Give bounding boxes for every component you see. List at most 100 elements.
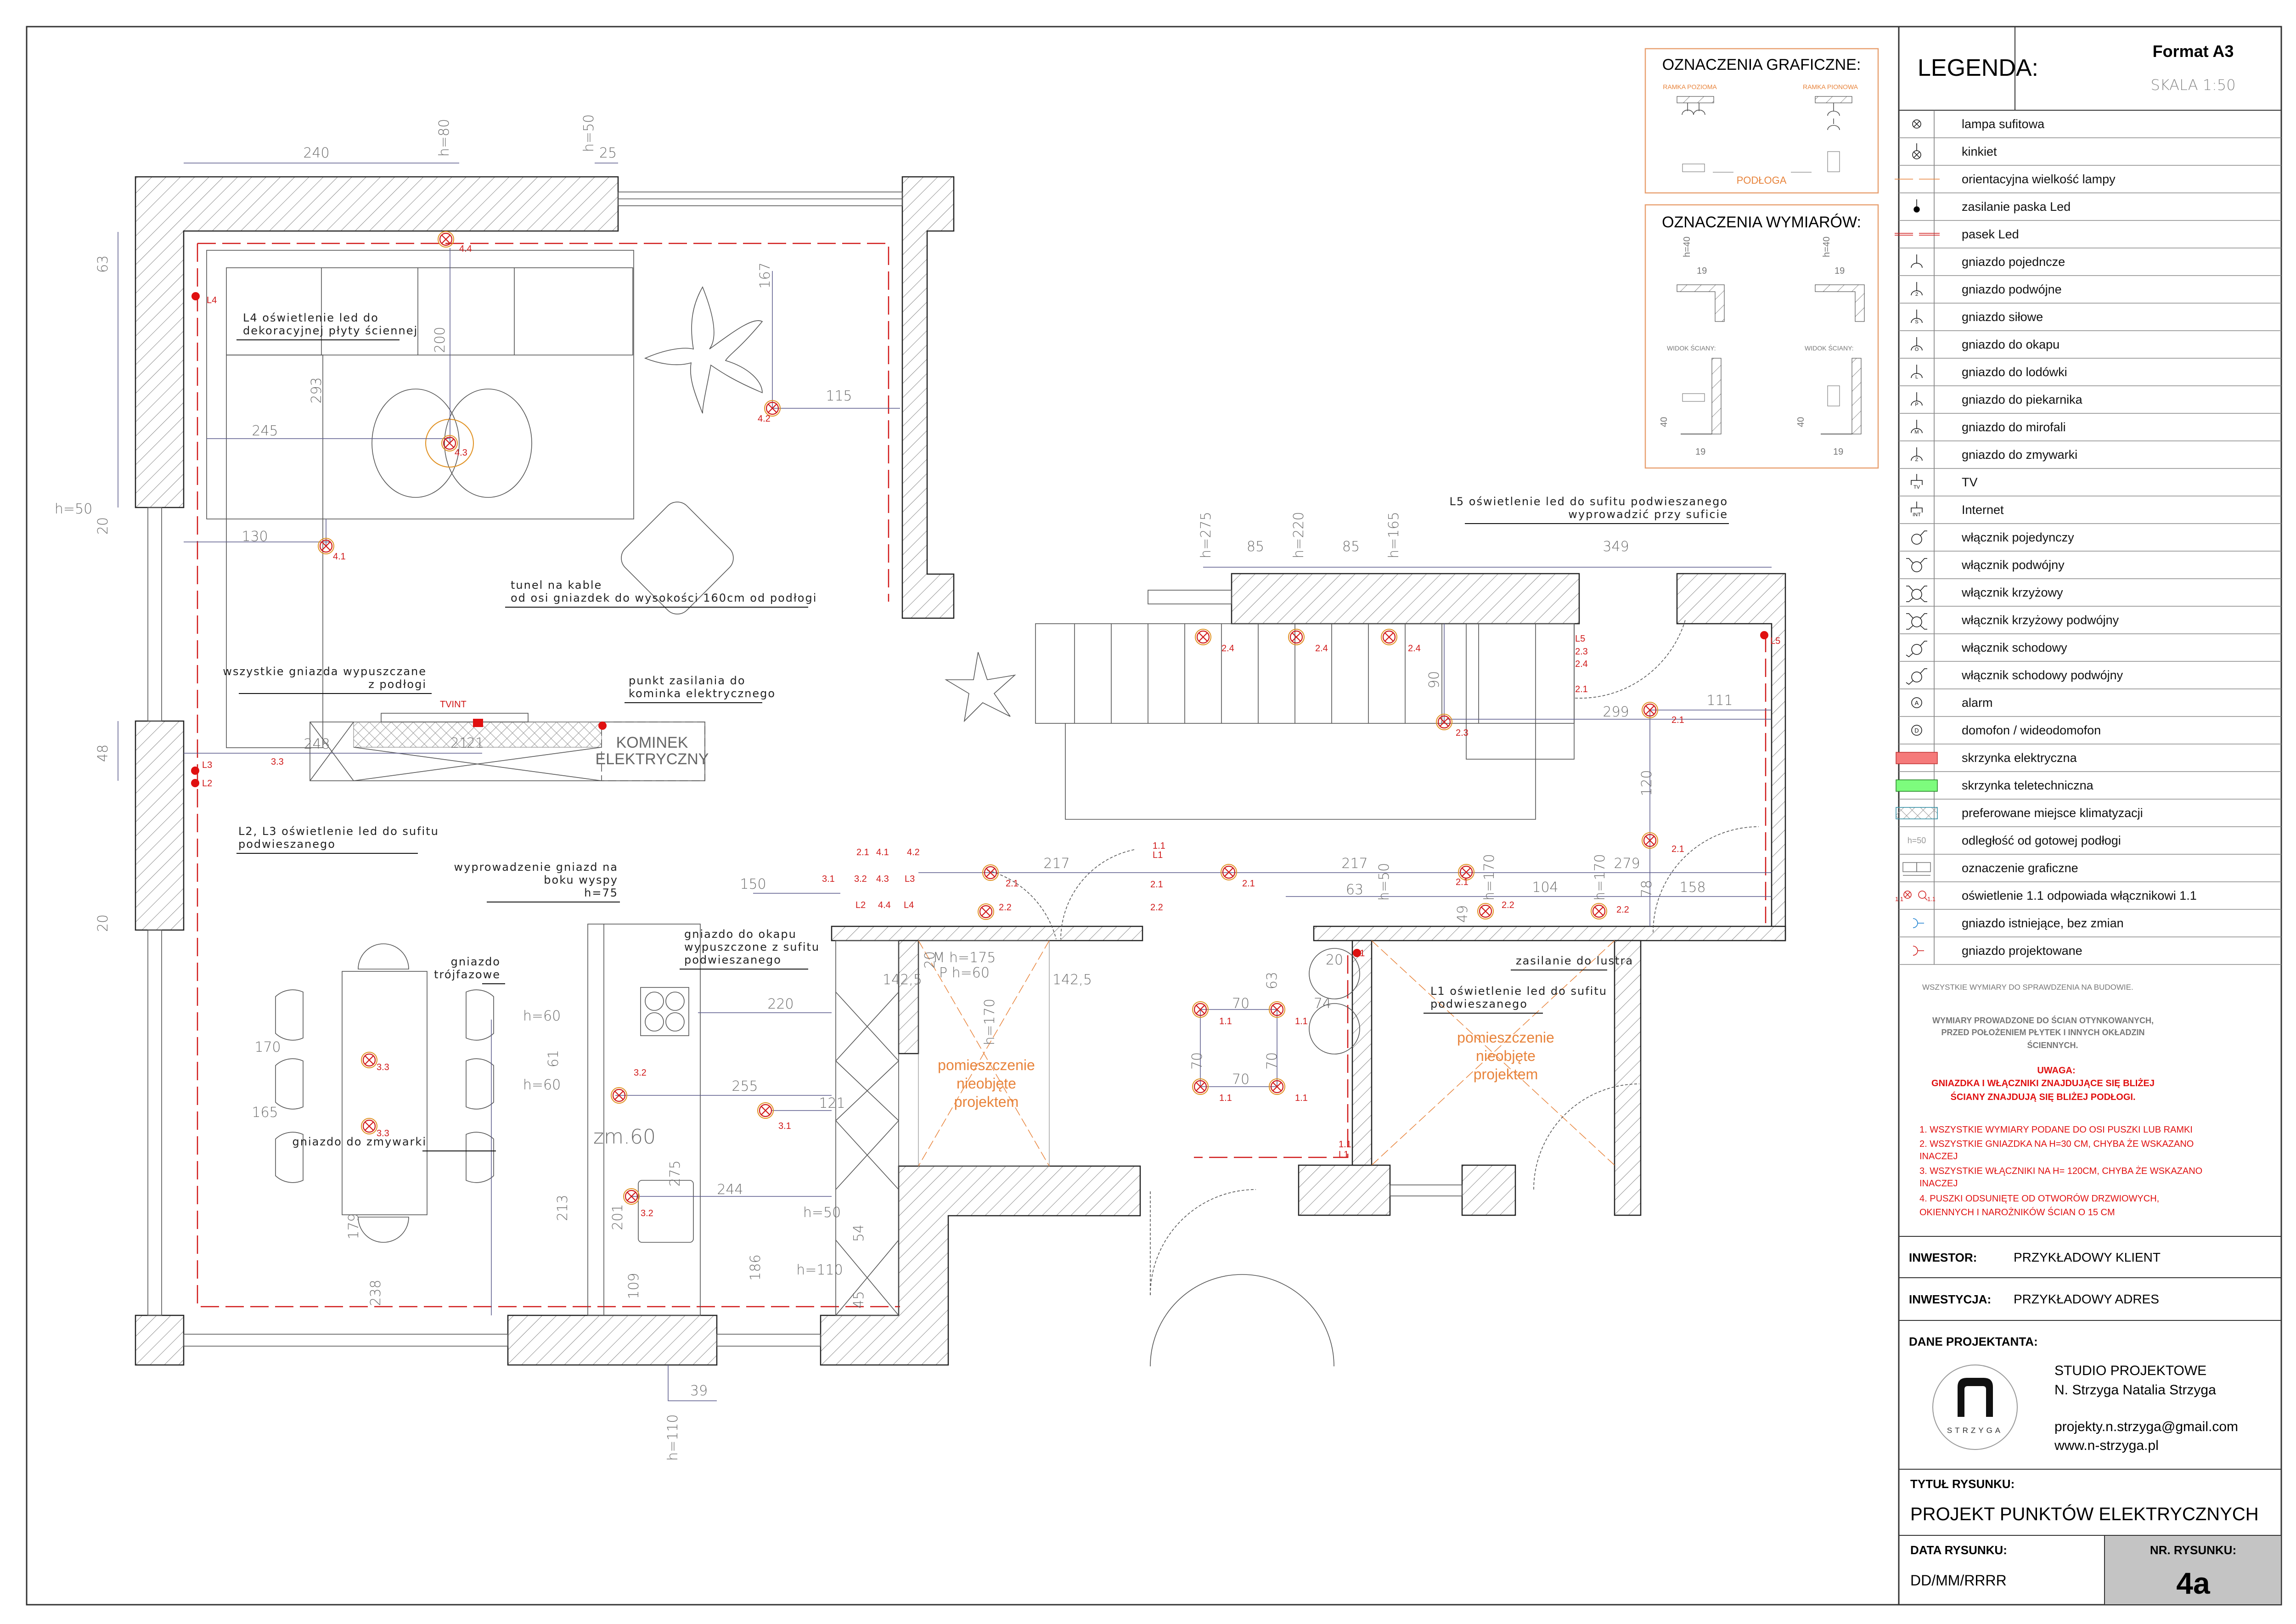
led-strip-line — [197, 242, 900, 1308]
circuit-label: 2.1 — [1150, 880, 1163, 890]
dimension-label: 238 — [368, 1280, 384, 1306]
legend-label: gniazdo do zmywarki — [1962, 448, 2077, 462]
annotation-line: zasilanie do lustra — [1516, 954, 1633, 967]
dimension-label: 200 — [432, 327, 448, 353]
dimension-label: 248 — [304, 736, 330, 752]
unused-room-label: projektem — [954, 1094, 1019, 1110]
warning-line-1: GNIAZDKA I WŁĄCZNIKI ZNAJDUJĄCE SIĘ BLIŻ… — [1931, 1078, 2155, 1088]
sofa — [206, 250, 634, 519]
dimension-label: 158 — [1679, 880, 1705, 896]
circuit-label: L3 — [202, 760, 212, 770]
dimension-label: h=50 — [1376, 863, 1392, 901]
lamp-icon — [1912, 119, 1921, 129]
circuit-label: 3.1 — [778, 1121, 791, 1131]
dimension-label: 179 — [346, 1213, 362, 1239]
wall-height-left: 40 — [1659, 417, 1669, 427]
legend-label: włącznik schodowy podwójny — [1961, 668, 2123, 682]
legend-row: orientacyjna wielkość lampy — [1895, 172, 2281, 193]
switch-stair-2-icon — [1906, 668, 1927, 685]
legend-label: skrzynka elektryczna — [1962, 751, 2077, 765]
svg-text:M: M — [1914, 429, 1919, 435]
dimension-label: 299 — [1603, 704, 1629, 720]
socket-icon: M — [1911, 420, 1923, 435]
dimension-label: h=110 — [665, 1414, 681, 1460]
dimension-label: 201 — [610, 1204, 626, 1230]
circuit-label: L3 — [905, 874, 915, 884]
dimension-label: 115 — [826, 388, 852, 404]
svg-text:TV: TV — [1913, 485, 1920, 490]
rule-line: 2. WSZYSTKIE GNIAZDKA NA H=30 CM, CHYBA … — [1919, 1139, 2194, 1149]
circuit-label: 1.1 — [1295, 1093, 1308, 1103]
legend-title: LEGENDA: — [1918, 55, 2038, 81]
annotation-line: L4 oświetlenie led do — [243, 311, 379, 324]
circuit-label: 1.1 — [1295, 1016, 1308, 1026]
circuit-label: L2 — [202, 778, 212, 789]
circuit-label: L1 — [1355, 948, 1365, 959]
ceiling-lamp-icon — [1642, 702, 1658, 718]
dimension-label: zm.60 — [593, 1125, 656, 1149]
wall-view-right: WIDOK ŚCIANY: — [1805, 344, 1854, 352]
circuit-label: 2.4 — [1221, 643, 1234, 654]
ceiling-lamp-icon — [1269, 1078, 1285, 1095]
legend-label: gniazdo pojedncze — [1962, 255, 2065, 269]
dimension-label: 48 — [95, 744, 111, 762]
lamp-symbols — [318, 231, 1658, 1205]
annotation-line: wszystkie gniazda wypuszczane — [223, 665, 427, 678]
annotation-line: gniazdo do zmywarki — [293, 1135, 427, 1148]
circuit-label: L1 — [1153, 850, 1163, 860]
designer-name: N. Strzyga Natalia Strzyga — [2054, 1382, 2216, 1398]
designer-email[interactable]: projekty.n.strzyga@gmail.com — [2054, 1419, 2238, 1434]
dimension-label: 109 — [626, 1273, 642, 1299]
socket-new-icon — [1913, 946, 1924, 956]
dimension-label: 130 — [242, 529, 268, 545]
designer-label: DANE PROJEKTANTA: — [1909, 1335, 2038, 1348]
legend-label: odległość od gotowej podłogi — [1962, 834, 2121, 847]
dimension-label: 245 — [252, 423, 278, 439]
circuit-label: 1.1 — [1339, 1139, 1351, 1150]
circuit-label: 3.3 — [377, 1062, 389, 1072]
stairs — [1035, 623, 1575, 724]
annotation: gniazdo do zmywarki — [293, 1135, 496, 1151]
circuit-label: 2.1 — [856, 847, 869, 857]
ceiling-lamp-icon — [1642, 832, 1658, 849]
note-plaster-1: WYMIARY PROWADZONE DO ŚCIAN OTYNKOWANYCH… — [1932, 1015, 2154, 1025]
dimension-label: 39 — [690, 1383, 708, 1399]
box-socket-icon: INT — [1911, 502, 1923, 518]
dimension-label: h=60 — [523, 1008, 561, 1024]
title-block: INWESTOR: PRZYKŁADOWY KLIENT INWESTYCJA:… — [1899, 1236, 2282, 1605]
legend-label: włącznik krzyżowy podwójny — [1961, 613, 2119, 627]
circle-letter-icon: D — [1911, 725, 1922, 736]
circuit-label: 4.4 — [459, 244, 472, 254]
general-notes: WSZYSTKIE WYMIARY DO SPRAWDZENIA NA BUDO… — [1919, 983, 2202, 1218]
circuit-label: 2.3 — [1575, 647, 1588, 657]
annotation: zasilanie do lustra — [1511, 954, 1633, 970]
legend-label: gniazdo do okapu — [1962, 338, 2060, 351]
circuit-label: 1.1 — [1219, 1016, 1232, 1026]
designer-website[interactable]: www.n-strzyga.pl — [2054, 1438, 2159, 1453]
legend-label: Internet — [1962, 503, 2004, 517]
date-value: DD/MM/RRRR — [1910, 1572, 2007, 1589]
dining-table — [342, 971, 428, 1215]
dimension-label: 150 — [740, 876, 766, 892]
circuit-label: 3.2 — [641, 1208, 653, 1218]
legend-label: pasek Led — [1962, 227, 2019, 241]
legend-row: włącznik schodowy — [1899, 641, 2281, 662]
dimension-label: 70 — [1232, 1071, 1249, 1088]
circuit-label: L1 — [1339, 1150, 1349, 1160]
ceiling-lamp-icon — [441, 435, 458, 451]
number-label: NR. RYSUNKU: — [2150, 1543, 2236, 1557]
legend-row: preferowane miejsce klimatyzacji — [1896, 806, 2281, 827]
svg-text:L: L — [1915, 374, 1918, 380]
annotation-line: gniazdo — [451, 955, 501, 968]
ceiling-lamp-icon — [1192, 1001, 1209, 1018]
dimension-label: h=165 — [1386, 512, 1402, 558]
graphic-marks-title: OZNACZENIA GRAFICZNE: — [1662, 56, 1861, 73]
annotation-line: L1 oświetlenie led do sufitu — [1430, 985, 1607, 998]
circuit-label: 3.3 — [377, 1128, 389, 1139]
ceiling-lamp-icon — [1591, 903, 1607, 919]
walls — [135, 176, 1786, 1366]
drawing-number: 4a — [2176, 1566, 2211, 1600]
